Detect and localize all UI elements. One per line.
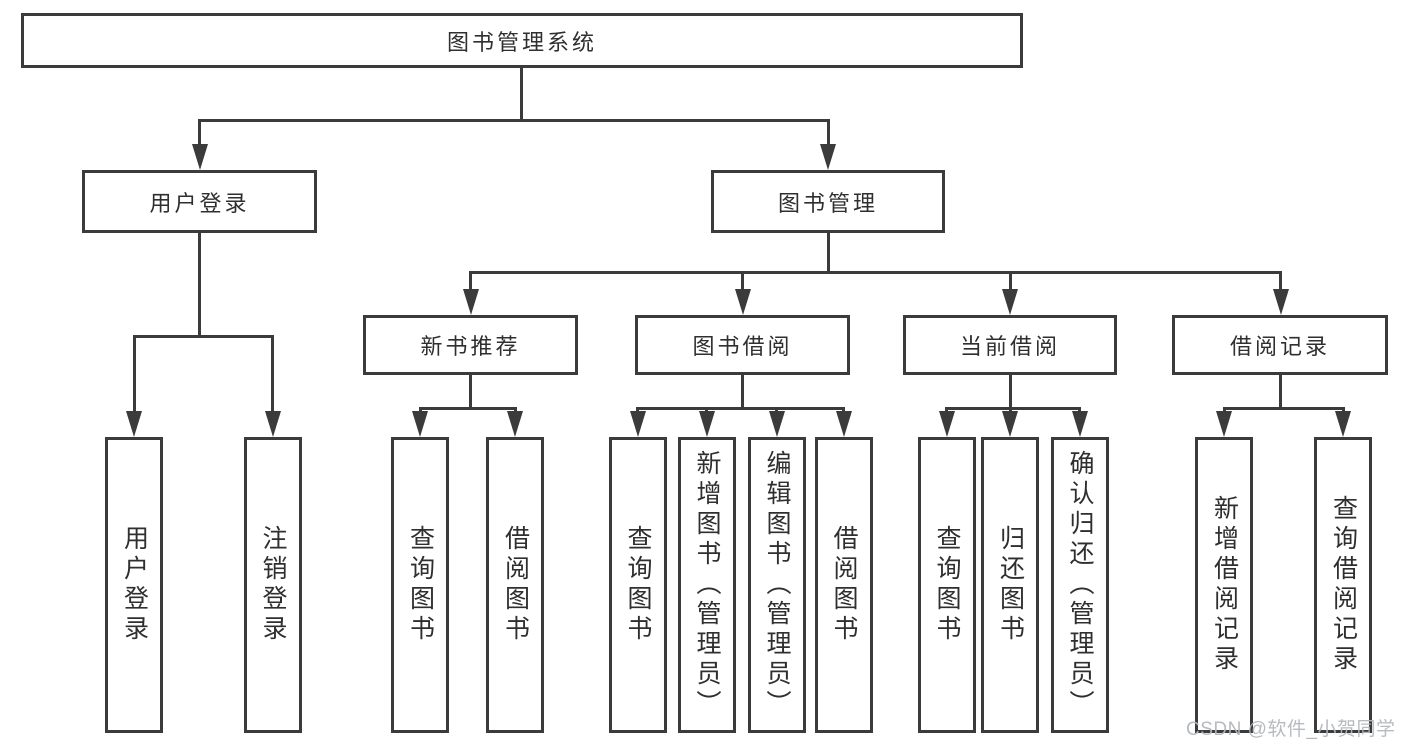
leaf-add-borrow-record: 新增借阅记录 — [1195, 437, 1253, 733]
leaf-return-book: 归还图书 — [981, 437, 1039, 733]
leaf-logout: 注销登录 — [243, 437, 302, 733]
connector-drop-line — [271, 335, 274, 413]
node-label: 编辑图书（管理员） — [763, 450, 791, 720]
arrow-down-icon — [1002, 289, 1018, 315]
connector-drop-line — [842, 407, 845, 413]
connector-drop-line — [775, 407, 778, 413]
node-label: 图书借阅 — [692, 334, 793, 359]
watermark: CSDN @软件_小贺同学 — [1186, 719, 1396, 740]
arrow-down-icon — [412, 411, 428, 437]
node-book-borrowing: 图书借阅 — [635, 315, 850, 375]
connector-drop-line — [1279, 271, 1282, 291]
node-current-borrowing: 当前借阅 — [903, 315, 1117, 375]
arrow-down-icon — [768, 411, 785, 437]
arrow-down-icon — [1272, 289, 1289, 315]
connector-drop-line — [826, 119, 830, 146]
connector-v-line — [1279, 375, 1282, 410]
connector-h-line — [1222, 407, 1345, 410]
arrow-down-icon — [1002, 411, 1018, 437]
node-label: 借阅记录 — [1229, 334, 1330, 359]
connector-h-line — [418, 407, 517, 410]
arrow-down-icon — [820, 144, 836, 170]
node-label: 用户登录 — [120, 525, 149, 645]
arrow-down-icon — [191, 144, 208, 170]
connector-drop-line — [198, 119, 201, 146]
node-label: 图书管理 — [777, 190, 878, 216]
node-label: 用户登录 — [149, 190, 250, 216]
leaf-query-books-2: 查询图书 — [608, 437, 667, 733]
node-label: 新增借阅记录 — [1210, 495, 1239, 675]
node-borrowing-records: 借阅记录 — [1172, 315, 1388, 375]
arrow-down-icon — [126, 411, 142, 437]
arrow-down-icon — [698, 411, 715, 437]
connector-v-line — [826, 233, 830, 274]
node-label: 归还图书 — [996, 525, 1025, 645]
connector-drop-line — [705, 407, 708, 413]
connector-v-line — [741, 375, 744, 410]
connector-drop-line — [741, 271, 744, 291]
arrow-down-icon — [1216, 411, 1232, 437]
connector-drop-line — [1008, 271, 1012, 291]
connector-drop-line — [132, 335, 136, 413]
connector-drop-line — [513, 407, 517, 413]
node-label: 图书管理系统 — [446, 29, 597, 55]
leaf-user-login: 用户登录 — [105, 437, 163, 733]
arrow-down-icon — [264, 411, 281, 437]
node-label: 新增图书（管理员） — [693, 450, 721, 720]
node-label: 注销登录 — [259, 525, 287, 645]
connector-v-line — [519, 68, 523, 122]
connector-drop-line — [1078, 407, 1081, 413]
connector-drop-line — [1008, 407, 1012, 413]
leaf-query-borrow-record: 查询借阅记录 — [1314, 437, 1372, 733]
leaf-borrow-books-2: 借阅图书 — [814, 437, 873, 733]
connector-drop-line — [418, 407, 422, 413]
connector-h-line — [198, 119, 830, 122]
leaf-confirm-return-admin: 确认归还（管理员） — [1050, 437, 1109, 733]
node-book-management: 图书管理 — [711, 170, 945, 233]
arrow-down-icon — [734, 289, 751, 315]
arrow-down-icon — [507, 411, 523, 437]
connector-drop-line — [945, 407, 948, 413]
arrow-down-icon — [835, 411, 852, 437]
connector-h-line — [132, 335, 274, 338]
node-label: 查询借阅记录 — [1329, 495, 1358, 675]
connector-h-line — [469, 271, 1282, 274]
node-new-book-recommendation: 新书推荐 — [363, 315, 578, 375]
leaf-query-books-3: 查询图书 — [917, 437, 976, 733]
connector-h-line — [636, 407, 845, 410]
node-library-management-system: 图书管理系统 — [21, 13, 1023, 68]
node-label: 借阅图书 — [830, 525, 858, 645]
connector-drop-line — [636, 407, 639, 413]
arrow-down-icon — [1071, 411, 1088, 437]
node-label: 查询图书 — [624, 525, 652, 645]
connector-v-line — [469, 375, 472, 410]
connector-v-line — [198, 233, 201, 338]
leaf-borrow-books-1: 借阅图书 — [486, 437, 544, 733]
arrow-down-icon — [629, 411, 646, 437]
arrow-down-icon — [462, 289, 479, 315]
leaf-query-books-1: 查询图书 — [391, 437, 449, 733]
leaf-add-book-admin: 新增图书（管理员） — [677, 437, 736, 733]
leaf-edit-book-admin: 编辑图书（管理员） — [747, 437, 806, 733]
connector-drop-line — [1341, 407, 1345, 413]
node-label: 查询图书 — [933, 525, 961, 645]
node-label: 借阅图书 — [501, 525, 530, 645]
arrow-down-icon — [938, 411, 955, 437]
node-label: 当前借阅 — [959, 334, 1060, 359]
node-label: 确认归还（管理员） — [1066, 450, 1094, 720]
node-label: 查询图书 — [406, 525, 435, 645]
connector-v-line — [1008, 375, 1012, 410]
connector-drop-line — [469, 271, 472, 291]
node-user-login: 用户登录 — [82, 170, 317, 233]
arrow-down-icon — [1335, 411, 1351, 437]
connector-h-line — [945, 407, 1081, 410]
connector-drop-line — [1222, 407, 1226, 413]
node-label: 新书推荐 — [420, 334, 521, 359]
